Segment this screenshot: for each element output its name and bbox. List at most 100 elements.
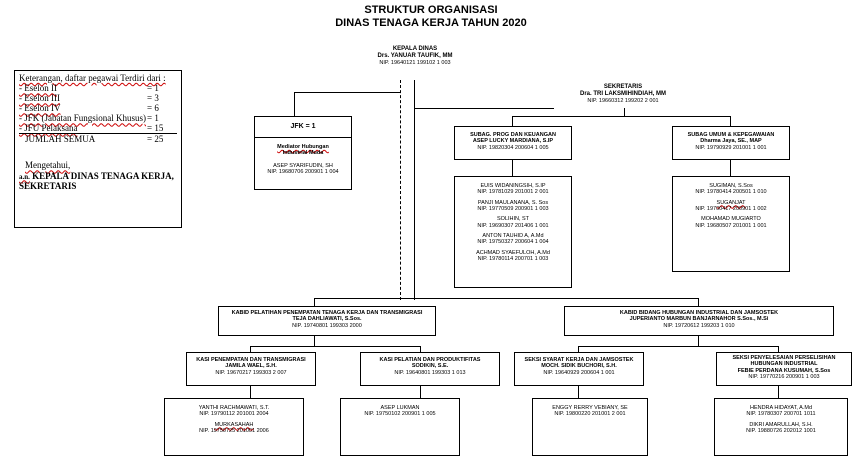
node-name: JAMILA WAEL, S.H. [225, 363, 277, 370]
node-kasi-penempatan: KASI PENEMPATAN DAN TRANSMIGRASI JAMILA … [186, 352, 316, 386]
node-role: KABID PELATIHAN PENEMPATAN TENAGA KERJA … [231, 310, 423, 316]
legend-row: - Eselon IV= 6 [19, 103, 159, 114]
connector-line [512, 116, 730, 117]
node-kabid-pelatihan: KABID PELATIHAN PENEMPATAN TENAGA KERJA … [218, 306, 436, 336]
connector-line [250, 346, 251, 352]
page-subtitle: DINAS TENAGA KERJA TAHUN 2020 [335, 16, 527, 29]
node-kabid-hubungan: KABID BIDANG HUBUNGAN INDUSTRIAL DAN JAM… [564, 306, 834, 336]
jfk-sub2: Industrial Muda [282, 150, 324, 157]
title-block: STRUKTUR ORGANISASI DINAS TENAGA KERJA T… [0, 4, 862, 29]
node-nip: NIP. 19640801 199303 1 013 [394, 369, 466, 376]
node-role: KEPALA DINAS [392, 46, 438, 52]
staff-entry: DIKRI AMARULLAH, S.H.NIP. 19880726 20201… [746, 421, 816, 434]
node-role: SUBAG UMUM & KEPEGAWAIAN [687, 132, 775, 138]
node-seksi-perselisihan: SEKSI PENYELESAIAN PERSELISIHAN HUBUNGAN… [716, 352, 852, 386]
node-role: HUBUNGAN INDUSTRIAL [750, 361, 818, 368]
node-role: KASI PENEMPATAN DAN TRANSMIGRASI [196, 357, 306, 363]
node-subag-umum: SUBAG UMUM & KEPEGAWAIAN Dharma Jaya, SE… [672, 126, 790, 160]
connector-line [420, 386, 421, 398]
node-kasi-pelatihan: KASI PELATIAN DAN PRODUKTIFITAS SODIKIN,… [360, 352, 500, 386]
connector-line [250, 346, 420, 347]
node-name: MOCH. SIDIK BUCHORI, S.H. [541, 363, 617, 370]
node-kepala-dinas: KEPALA DINAS Drs. YANUAR TAUFIK, MM NIP.… [340, 46, 490, 66]
jfk-sub1: Mediator Hubungan [277, 144, 329, 150]
node-name: TEJA DAHLIAWATI, S.Sos. [292, 316, 362, 323]
legend-row: - Eselon III= 3 [19, 93, 159, 104]
node-name: JUPERIANTO MARBUN BANJARNAHOR S.Sos., M.… [629, 316, 769, 323]
connector-line [778, 386, 779, 398]
legend-row: - JFK (Jabatan Fungsional Khusus)= 1 [19, 113, 159, 124]
node-sekretaris: SEKRETARIS Dra. TRI LAKSMIHINDIAH, MM NI… [548, 84, 698, 104]
node-nip: NIP. 19670217 199303 2 007 [215, 369, 287, 376]
legend-total: JUMLAH SEMUA= 25 [19, 133, 177, 144]
connector-line [578, 346, 778, 347]
legend-row: - JFU Pelaksana= 15 [19, 123, 164, 134]
staff-entry: YANTHI RACHMAWATI, S.T.NIP. 19790112 201… [198, 405, 270, 418]
connector-line [250, 386, 251, 398]
node-role: SEKSI PENYELESAIAN PERSELISIHAN [732, 355, 836, 361]
node-name: Drs. YANUAR TAUFIK, MM [377, 52, 453, 59]
connector-line [730, 116, 731, 126]
node-nip: NIP. 19820304 200604 1 005 [477, 144, 549, 151]
node-role: KABID BIDANG HUBUNGAN INDUSTRIAL DAN JAM… [619, 310, 779, 316]
legend-heading: Keterangan, daftar pegawai Terdiri dari … [19, 73, 166, 83]
node-role: SEKRETARIS [603, 84, 643, 90]
node-role: SEKSI SYARAT KERJA DAN JAMSOSTEK [524, 357, 634, 363]
node-jfk: JFK = 1 Mediator Hubungan Industrial Mud… [254, 116, 352, 190]
node-name: ASEP SYARIFUDIN, SH [273, 162, 333, 169]
node-nip: NIP. 19680706 200901 1 004 [267, 168, 339, 175]
legend-mengetahui: Mengetahui, [25, 160, 71, 171]
connector-line [512, 116, 513, 126]
node-nip: NIP. 19640929 200604 1 001 [543, 369, 615, 376]
node-role: SUBAG. PROG DAN KEUANGAN [470, 132, 556, 138]
connector-line [314, 298, 315, 306]
node-nip: NIP. 19740801 199303 2000 [292, 322, 362, 329]
connector-line [578, 386, 579, 398]
connector-line [778, 346, 779, 352]
node-nip: NIP. 19660312 199202 2 001 [587, 97, 659, 104]
node-seksi-syarat: SEKSI SYARAT KERJA DAN JAMSOSTEK MOCH. S… [514, 352, 644, 386]
connector-line [698, 336, 699, 346]
connector-line [578, 346, 579, 352]
connector-line [294, 92, 295, 116]
node-subag-prog: SUBAG. PROG DAN KEUANGAN ASEP LUCKY MARD… [454, 126, 572, 160]
node-name: Dra. TRI LAKSMIHINDIAH, MM [580, 90, 666, 97]
connector-line [420, 346, 421, 352]
node-name: Dharma Jaya, SE., MAP [700, 138, 762, 145]
connector-line [730, 160, 731, 176]
legend-row: - Eselon II= 1 [19, 83, 159, 94]
connector-line [698, 298, 699, 306]
node-nip: NIP. 19640121 199102 1 003 [379, 59, 451, 66]
connector-line [624, 108, 625, 116]
jfk-header: JFK = 1 [255, 117, 351, 138]
node-nip: NIP. 19770216 200901 1 003 [748, 373, 820, 380]
connector-line [512, 160, 513, 176]
node-nip: NIP. 19720612 199203 1 010 [663, 322, 735, 329]
legend-signature: a.n. KEPALA DINAS TENAGA KERJA, SEKRETAR… [19, 170, 174, 192]
page-title: STRUKTUR ORGANISASI [364, 4, 498, 16]
node-name: FEBIE PERDANA KUSUMAH, S.Sos [737, 367, 831, 374]
connector-line [314, 298, 698, 299]
staff-box-kasi-penempatan: YANTHI RACHMAWATI, S.T.NIP. 19790112 201… [164, 398, 304, 456]
connector-line [414, 80, 415, 300]
node-role: KASI PELATIAN DAN PRODUKTIFITAS [379, 357, 481, 363]
connector-line [414, 108, 554, 109]
node-name: SODIKIN, S.E. [411, 363, 449, 370]
connector-line [400, 80, 401, 300]
